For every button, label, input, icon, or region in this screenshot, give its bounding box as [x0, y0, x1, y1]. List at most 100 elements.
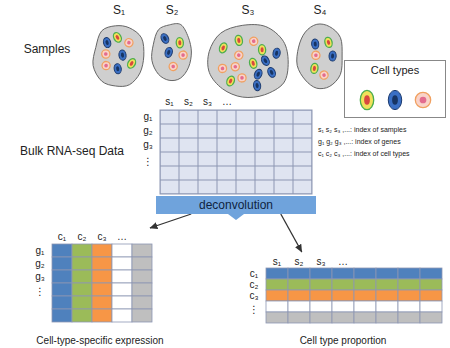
matrix-cell — [376, 290, 398, 301]
matrix-cell — [92, 270, 112, 283]
text-label: ⋮ — [249, 304, 259, 316]
cell-body — [164, 46, 174, 58]
legend-box: Cell types — [344, 60, 446, 118]
text-label: c₂ — [78, 231, 87, 243]
matrix-cell — [354, 301, 376, 312]
matrix-cell — [72, 296, 92, 309]
matrix-cell — [132, 270, 152, 283]
cell-body — [253, 68, 264, 80]
cell-nucleus — [236, 53, 241, 58]
matrix-cell — [332, 268, 354, 279]
text-label: c₁ c₂ c₃ ,...: index of cell types — [318, 150, 410, 158]
matrix-cell — [92, 257, 112, 270]
text-label: Samples — [24, 43, 71, 57]
cell-body — [329, 51, 337, 62]
cell-nucleus — [260, 47, 263, 52]
cell-nucleus — [313, 41, 316, 46]
banner-fill — [156, 196, 316, 220]
cell-icon — [329, 51, 337, 62]
text-label: g₃ — [35, 271, 45, 283]
matrix-cell — [354, 290, 376, 301]
cell-body — [249, 36, 259, 46]
cell-icon — [123, 37, 134, 48]
cell-nucleus — [228, 78, 233, 84]
cell-nucleus — [220, 66, 224, 70]
cell-nucleus — [269, 69, 274, 75]
cell-icon — [248, 57, 258, 69]
cell-nucleus — [364, 95, 370, 105]
text-label: s₁ — [273, 256, 281, 268]
matrix-cell — [132, 309, 152, 322]
cell-nucleus — [420, 97, 427, 104]
cell-icon — [179, 51, 188, 60]
matrix-cell — [332, 301, 354, 312]
cell-body — [272, 48, 281, 59]
cell-body — [310, 63, 319, 74]
sample-outline — [90, 20, 148, 92]
cell-nucleus — [166, 50, 170, 56]
cell-icon — [164, 46, 174, 58]
text-label: g₂ — [143, 125, 152, 137]
cell-body — [231, 62, 239, 70]
text-label: … — [338, 256, 348, 268]
text-label: Bulk RNA-seq Data — [20, 145, 124, 159]
matrix-cell — [72, 283, 92, 296]
matrix-cell — [112, 283, 132, 296]
cell-body — [218, 42, 228, 54]
cell-nucleus — [263, 58, 268, 64]
cell-nucleus — [255, 83, 259, 89]
result-matrix: Cell-type-specific expression — [22, 228, 178, 346]
matrix-cell — [288, 290, 310, 301]
sample-blob: S₁ — [90, 4, 148, 92]
matrix-cell — [112, 296, 132, 309]
matrix-cell — [376, 301, 398, 312]
cell-nucleus — [233, 65, 237, 69]
cell-nucleus — [240, 76, 244, 80]
cell-nucleus — [237, 38, 241, 44]
cell-icon — [311, 39, 319, 50]
cell-body — [225, 75, 236, 87]
cell-icon — [102, 37, 112, 49]
text-label: deconvolution — [156, 196, 316, 214]
sample-blob: S₃ — [202, 4, 294, 104]
matrix-cell — [420, 301, 442, 312]
flow-arrow — [281, 214, 302, 252]
cell-icon — [360, 90, 373, 109]
bulk-grid — [160, 110, 312, 194]
cell-icon — [249, 36, 259, 46]
cell-body — [123, 37, 134, 48]
cell-type-icons — [345, 85, 445, 115]
cell-nucleus — [331, 53, 334, 58]
cell-body — [311, 51, 320, 60]
cell-body — [101, 50, 110, 59]
cell-nucleus — [178, 40, 181, 45]
matrix-cell — [52, 270, 72, 283]
cell-body — [258, 45, 266, 56]
matrix-cell — [398, 279, 420, 290]
cell-body — [266, 66, 277, 78]
cell-icon — [218, 64, 227, 73]
sample-outline — [294, 20, 346, 92]
cell-body — [238, 74, 247, 83]
cell-body — [102, 37, 112, 49]
cell-body — [168, 62, 178, 72]
cell-nucleus — [171, 64, 175, 68]
matrix-cell — [376, 268, 398, 279]
text-label: g₁ — [36, 245, 45, 257]
cell-nucleus — [251, 60, 255, 66]
text-label: s₁ — [165, 96, 173, 108]
matrix-cell — [266, 301, 288, 312]
cell-icon — [225, 75, 236, 87]
text-label: Cell-type-specific expression — [36, 335, 163, 347]
tissue-blob — [152, 24, 192, 81]
text-label: s₂ — [184, 96, 193, 108]
matrix-cell — [112, 257, 132, 270]
matrix-cell — [266, 279, 288, 290]
cell-body — [260, 54, 271, 66]
cell-body — [233, 50, 244, 61]
matrix-cell — [376, 279, 398, 290]
text-label: S₁ — [90, 4, 148, 18]
cell-icon — [266, 66, 277, 78]
matrix-cell — [132, 283, 152, 296]
text-label: … — [117, 231, 127, 243]
